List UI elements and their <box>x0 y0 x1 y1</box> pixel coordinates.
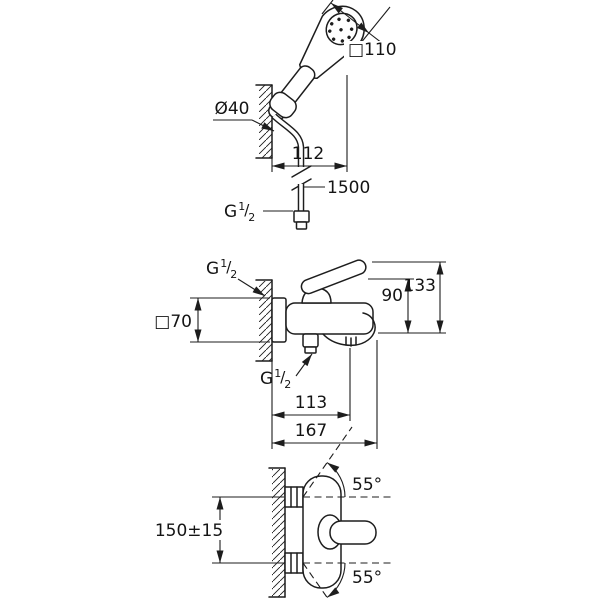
inlet-thread-label: G1/2 <box>206 257 237 281</box>
mixer-body <box>285 302 374 335</box>
mixer-mounting-view: 55° 55° 150±15 <box>150 426 392 600</box>
dimension-height-133: 133 <box>372 261 446 334</box>
shower-hose <box>271 113 312 230</box>
leader-arrow <box>237 278 266 297</box>
wall-hatching-middle <box>259 281 272 361</box>
label-backdrop <box>150 520 228 540</box>
connection-spacing-label: 150±15 <box>155 521 223 541</box>
hose-thread-callout: G1/2 <box>224 200 293 224</box>
dimension-projection: 167 <box>272 340 378 449</box>
head-size-label: □110 <box>348 40 397 60</box>
escutcheon-size-label: □70 <box>154 312 192 332</box>
s-union-top <box>284 486 304 508</box>
dimension-holder-diameter: Ø40 <box>213 99 275 132</box>
hand-shower-assembly: □110 Ø40 112 1500 G1/2 <box>213 0 406 230</box>
leader-arrow <box>251 119 275 132</box>
wall-holder <box>269 91 297 119</box>
shower-outlet-stub <box>302 333 319 348</box>
height-133-label: 133 <box>404 276 436 296</box>
angle-arc <box>326 562 346 598</box>
height-90-label: 90 <box>381 286 403 306</box>
outlet-thread-callout: G1/2 <box>260 353 313 391</box>
dimension-wall-to-head: 112 <box>271 75 348 172</box>
hose-connector-nut <box>293 210 310 223</box>
swivel-angle-top-label: 55° <box>352 475 382 495</box>
spout-outlet <box>345 336 357 347</box>
wall-hatching-bottom <box>272 469 285 597</box>
angle-ray <box>302 562 330 600</box>
outlet-thread-label: G1/2 <box>260 367 291 391</box>
swivel-angle-bottom-label: 55° <box>352 568 382 588</box>
dimension-height-90: 90 <box>368 278 414 333</box>
swivel-angle-top: 55° <box>302 426 392 498</box>
dimension-head-size: □110 <box>321 0 406 60</box>
label-backdrop <box>344 41 406 58</box>
dimension-hose-length: 1500 <box>303 178 370 198</box>
dimension-escutcheon: □70 <box>154 297 270 343</box>
extension-line <box>359 6 391 45</box>
dimension-line <box>330 2 370 34</box>
wall-to-head-label: 112 <box>292 144 324 164</box>
shower-outlet-thread-tip <box>304 346 317 354</box>
bath-mixer-side-view: G1/2 □70 90 133 G1/2 113 <box>154 257 446 449</box>
spout <box>322 312 376 347</box>
projection-label: 167 <box>295 421 327 441</box>
lever-handle-plan <box>329 520 377 545</box>
escutcheon <box>271 297 287 343</box>
wall-hatching-top <box>259 85 272 158</box>
wall-to-outlet-label: 113 <box>295 393 327 413</box>
angle-ray <box>302 426 353 498</box>
swivel-angle-bottom: 55° <box>302 562 392 600</box>
leader-arrow <box>295 353 313 377</box>
s-union-bottom <box>284 552 304 574</box>
dimension-wall-to-outlet: 113 <box>271 348 351 449</box>
hose-thread-label: G1/2 <box>224 200 255 224</box>
holder-diameter-label: Ø40 <box>214 99 249 119</box>
holder-ring <box>269 91 297 119</box>
hose-length-label: 1500 <box>327 178 370 198</box>
lever-handle <box>300 259 367 295</box>
inlet-thread-callout: G1/2 <box>206 257 266 297</box>
angle-arc <box>326 462 346 498</box>
extension-line <box>321 0 334 15</box>
dimension-connection-spacing: 150±15 <box>150 496 284 564</box>
hose-connector-tip <box>295 221 308 230</box>
